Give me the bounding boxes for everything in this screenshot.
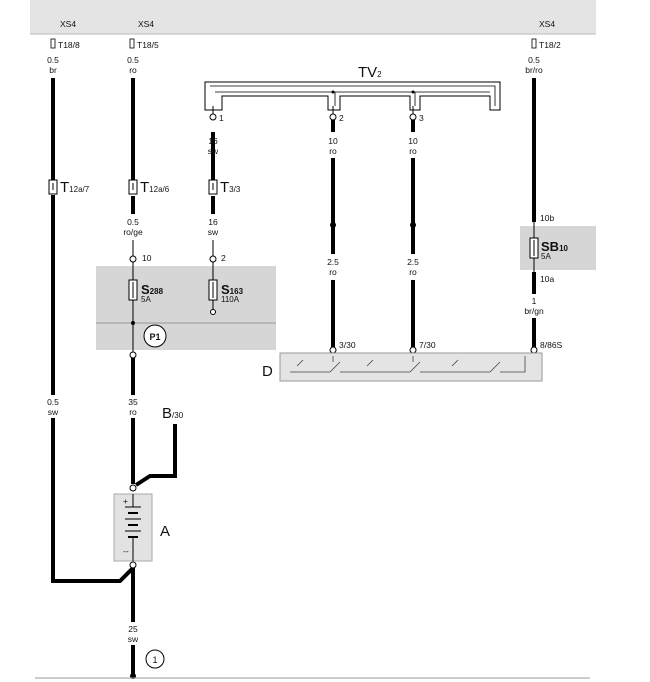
wire3-color: br/ro [525, 65, 543, 75]
ground-size: 25 [128, 624, 138, 634]
tv2-wire3-size-top: 10 [408, 136, 418, 146]
pin-7-30-node [409, 346, 417, 354]
tv2-wire3-color-bottom: ro [409, 267, 417, 277]
t3-size-bottom: 16 [208, 217, 218, 227]
connector-xs4-left: XS4 [60, 19, 76, 29]
header-strip [30, 0, 596, 34]
sb10-pin-bottom: 10a [540, 274, 554, 284]
label-s163-amp: 110A [221, 295, 240, 304]
relay-d [279, 352, 543, 382]
pin-marker-1 [50, 38, 56, 49]
ground-color: sw [128, 634, 139, 644]
ground-point-label: 1 [152, 655, 157, 665]
tv2-pin-1 [209, 113, 217, 121]
t3-color-bottom: sw [208, 227, 219, 237]
connector-xs4-right: XS4 [539, 19, 555, 29]
pin-marker-3 [531, 38, 537, 49]
tv2-wire3-color-top: ro [409, 146, 417, 156]
tv2-outline [204, 81, 501, 111]
label-s288-amp: 5A [141, 295, 151, 304]
tv2-pin-1-label: 1 [219, 113, 224, 123]
tv2-pin-3-label: 3 [419, 113, 424, 123]
pin-8-86s-node [530, 346, 538, 354]
battery-minus: -- [123, 546, 129, 556]
mid-wire-color: ro/ge [123, 227, 143, 237]
tv2-pin-3 [409, 113, 417, 121]
fuse-block [96, 266, 276, 350]
battery-plus: + [123, 496, 128, 506]
label-b30: B/30 [162, 405, 184, 422]
label-sb10: SB10 [541, 239, 569, 254]
sb10-pin-top: 10b [540, 213, 554, 223]
tv2-pin-2 [329, 113, 337, 121]
t3-color-top: sw [208, 146, 219, 156]
relay-label: D [262, 363, 273, 380]
relay-d-contacts [290, 356, 526, 373]
p1-out-node [129, 351, 137, 359]
tv2-wire3-size-bottom: 2.5 [407, 257, 419, 267]
t3-size-top: 16 [208, 136, 218, 146]
p1-badge [143, 324, 167, 348]
wire1-color: br [49, 65, 57, 75]
tv2-wire2-size-bottom: 2.5 [327, 257, 339, 267]
label-sb10-amp: 5A [541, 252, 551, 261]
label-t12a6: T12a/6 [140, 179, 170, 196]
label-s163: S163 [221, 282, 244, 297]
battery-label: A [160, 523, 170, 540]
pin-2-node [209, 255, 217, 263]
wire2-size: 0.5 [127, 55, 139, 65]
pin-10-node [129, 255, 137, 263]
wire1-size: 0.5 [47, 55, 59, 65]
wire3-size: 0.5 [528, 55, 540, 65]
s163-node [210, 309, 216, 315]
label-t12a7: T12a/7 [60, 179, 90, 196]
wire2-color: ro [129, 65, 137, 75]
ground-point-badge [145, 649, 165, 669]
battery-plus-node [129, 484, 137, 492]
pin-7-30-label: 7/30 [419, 340, 436, 350]
b30-wire [134, 424, 177, 487]
pin-10-label: 10 [142, 253, 152, 263]
left-low-size: 0.5 [47, 397, 59, 407]
pin-3-30-label: 3/30 [339, 340, 356, 350]
right-wire-size: 1 [532, 296, 537, 306]
battery-feed-color: ro [129, 407, 137, 417]
p1-label: P1 [149, 332, 160, 342]
tv2-wire3-splice [410, 222, 416, 228]
label-s288: S288 [141, 282, 164, 297]
pin-2-label: 2 [221, 253, 226, 263]
tv2-inner [210, 85, 496, 106]
connector-xs4-mid: XS4 [138, 19, 154, 29]
tv2-joint-1 [331, 90, 335, 94]
tv2-wire2-color-bottom: ro [329, 267, 337, 277]
tv2-pin-2-label: 2 [339, 113, 344, 123]
tv2-wire2-size-top: 10 [328, 136, 338, 146]
pin-t18-5: T18/5 [137, 40, 159, 50]
tv2-joint-2 [411, 90, 415, 94]
pin-8-86s-label: 8/86S [540, 340, 563, 350]
left-wire-to-battery [53, 566, 135, 583]
battery-minus-node [129, 561, 137, 569]
tv2-title: TV2 [358, 64, 382, 81]
pin-t18-8: T18/8 [58, 40, 80, 50]
right-wire-color: br/gn [524, 306, 544, 316]
pin-t18-2: T18/2 [539, 40, 561, 50]
mid-wire-size: 0.5 [127, 217, 139, 227]
label-t33: T3/3 [220, 179, 241, 196]
pin-3-30-node [329, 346, 337, 354]
tv2-wire2-splice [330, 222, 336, 228]
left-low-color: sw [48, 407, 59, 417]
battery-feed-size: 35 [128, 397, 138, 407]
pin-marker-2 [129, 38, 135, 49]
tv2-wire2-color-top: ro [329, 146, 337, 156]
